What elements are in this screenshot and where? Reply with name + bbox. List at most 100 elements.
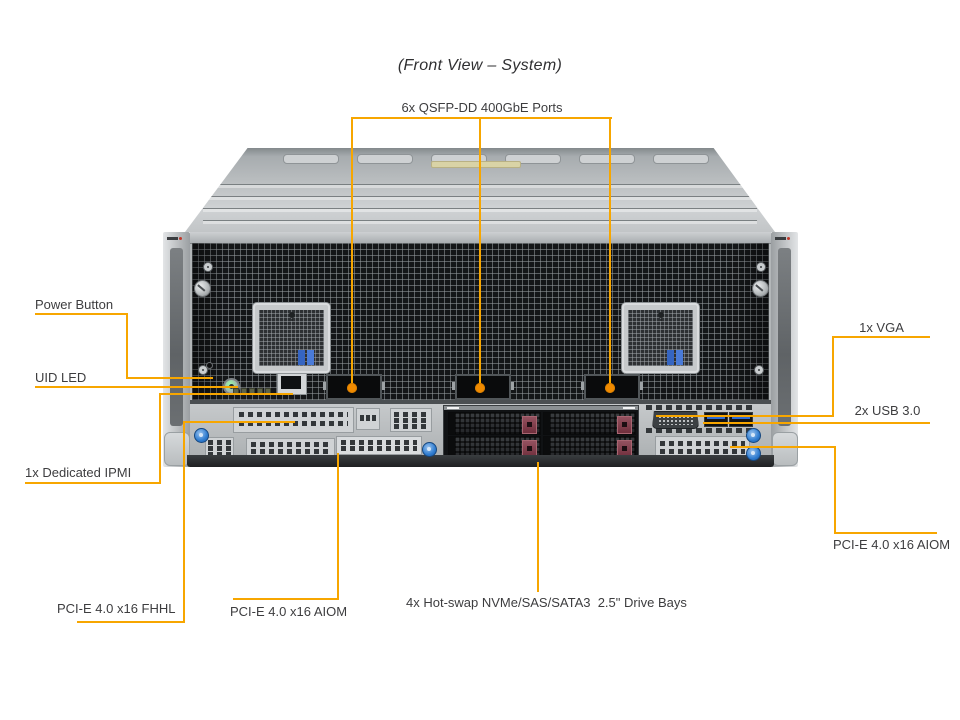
callout-label-uid-led: UID LED: [35, 370, 87, 385]
lower-io-section: [190, 404, 771, 461]
drive-tray: [448, 412, 541, 435]
vent-row: [394, 412, 428, 417]
lid-vent: [653, 154, 709, 164]
module-blue-component: [297, 350, 305, 365]
blue-thumbscrew-icon: [194, 428, 209, 443]
module-blue-component: [675, 350, 683, 365]
rack-ear-handle: [164, 432, 190, 466]
callout-line: [351, 117, 353, 388]
vent-slot: [372, 415, 376, 421]
rack-ear-left: [163, 232, 190, 467]
slot-filler-plate: [356, 408, 380, 430]
callout-line: [537, 462, 539, 592]
vent-row: [208, 440, 231, 445]
panel-screw-icon: [756, 262, 766, 272]
callout-line: [126, 377, 213, 379]
callout-line: [35, 313, 128, 315]
ipmi-lan-port: [277, 373, 307, 395]
chassis-bottom-rail: [187, 455, 774, 467]
callout-label-vga: 1x VGA: [859, 320, 904, 335]
module-keyhole: [657, 312, 664, 318]
rack-ear-inset: [778, 248, 791, 426]
callout-label-drive-bays: 4x Hot-swap NVMe/SAS/SATA3 2.5" Drive Ba…: [406, 595, 687, 610]
callout-line: [656, 415, 834, 417]
brand-logo: [167, 237, 182, 240]
blue-thumbscrew-icon: [746, 428, 761, 443]
callout-dot-icon: [475, 383, 485, 393]
qsfp-dd-port: [581, 374, 643, 400]
module-mesh: [259, 310, 324, 366]
callout-label-qsfp-ports: 6x QSFP-DD 400GbE Ports: [401, 100, 563, 115]
callout-line: [351, 117, 612, 119]
callout-line: [834, 446, 836, 534]
callout-line: [479, 117, 481, 388]
uid-led-strip: [233, 388, 271, 395]
pcie-aiom-slot-left-2: [336, 436, 422, 455]
drive-cage-rail: [444, 406, 638, 410]
vent-row: [341, 446, 417, 451]
callout-dot-icon: [605, 383, 615, 393]
drive-tray: [543, 412, 636, 435]
reset-pinhole-icon: [206, 362, 213, 369]
vent-slot: [366, 415, 370, 421]
panel-screw-icon: [198, 365, 208, 375]
callout-line: [832, 336, 834, 417]
lid-vent: [283, 154, 339, 164]
callout-line: [126, 313, 128, 379]
vent-row: [646, 428, 756, 433]
callout-line: [233, 598, 339, 600]
vent-row: [341, 440, 417, 445]
diagram-title: (Front View – System): [397, 57, 563, 74]
callout-line: [703, 422, 930, 424]
vent-row: [660, 449, 745, 454]
vent-row: [208, 452, 231, 457]
vent-row: [660, 441, 745, 446]
callout-dot-icon: [347, 383, 357, 393]
lid-vent: [505, 154, 561, 164]
drive-tray: [543, 436, 636, 459]
callout-line: [337, 453, 339, 600]
callout-line: [730, 446, 836, 448]
brand-logo: [775, 237, 790, 240]
drive-cage-label: [623, 407, 635, 409]
callout-line: [609, 117, 611, 388]
callout-label-power-button: Power Button: [35, 297, 114, 312]
pcie-fhhl-slot: [233, 407, 354, 433]
module-blue-component: [666, 350, 674, 365]
callout-label-fhhl: PCI-E 4.0 x16 FHHL: [57, 601, 176, 616]
callout-line: [183, 421, 295, 423]
module-mesh: [628, 310, 693, 366]
drive-latch: [617, 416, 632, 434]
panel-screw-icon: [203, 262, 213, 272]
callout-label-usb: 2x USB 3.0: [854, 403, 921, 418]
callout-line: [35, 386, 238, 388]
vent-row: [394, 418, 428, 423]
panel-screw-icon: [754, 365, 764, 375]
vent-row: [239, 421, 348, 426]
drive-cage-label: [447, 407, 459, 409]
callout-line: [834, 532, 937, 534]
callout-line: [77, 621, 185, 623]
rack-ear-right: [771, 232, 798, 467]
lid-label-sticker: [431, 161, 521, 168]
thumbscrew-icon: [752, 280, 769, 297]
vent-row: [251, 449, 330, 454]
vent-row: [394, 424, 428, 429]
lid-vent: [579, 154, 635, 164]
blue-thumbscrew-icon: [746, 446, 761, 461]
vent-row: [251, 442, 330, 447]
rack-ear-inset: [170, 248, 183, 426]
blue-thumbscrew-icon: [422, 442, 437, 457]
thumbscrew-icon: [194, 280, 211, 297]
callout-line: [25, 482, 161, 484]
vent-row: [208, 446, 231, 451]
vent-row: [239, 412, 348, 417]
module-keyhole: [288, 312, 295, 318]
vent-row: [646, 405, 756, 410]
front-module-left: [253, 303, 330, 373]
callout-label-aiom-bottom: PCI-E 4.0 x16 AIOM: [230, 604, 348, 619]
callout-line: [832, 336, 930, 338]
callout-line: [159, 393, 293, 395]
lid-vent: [357, 154, 413, 164]
